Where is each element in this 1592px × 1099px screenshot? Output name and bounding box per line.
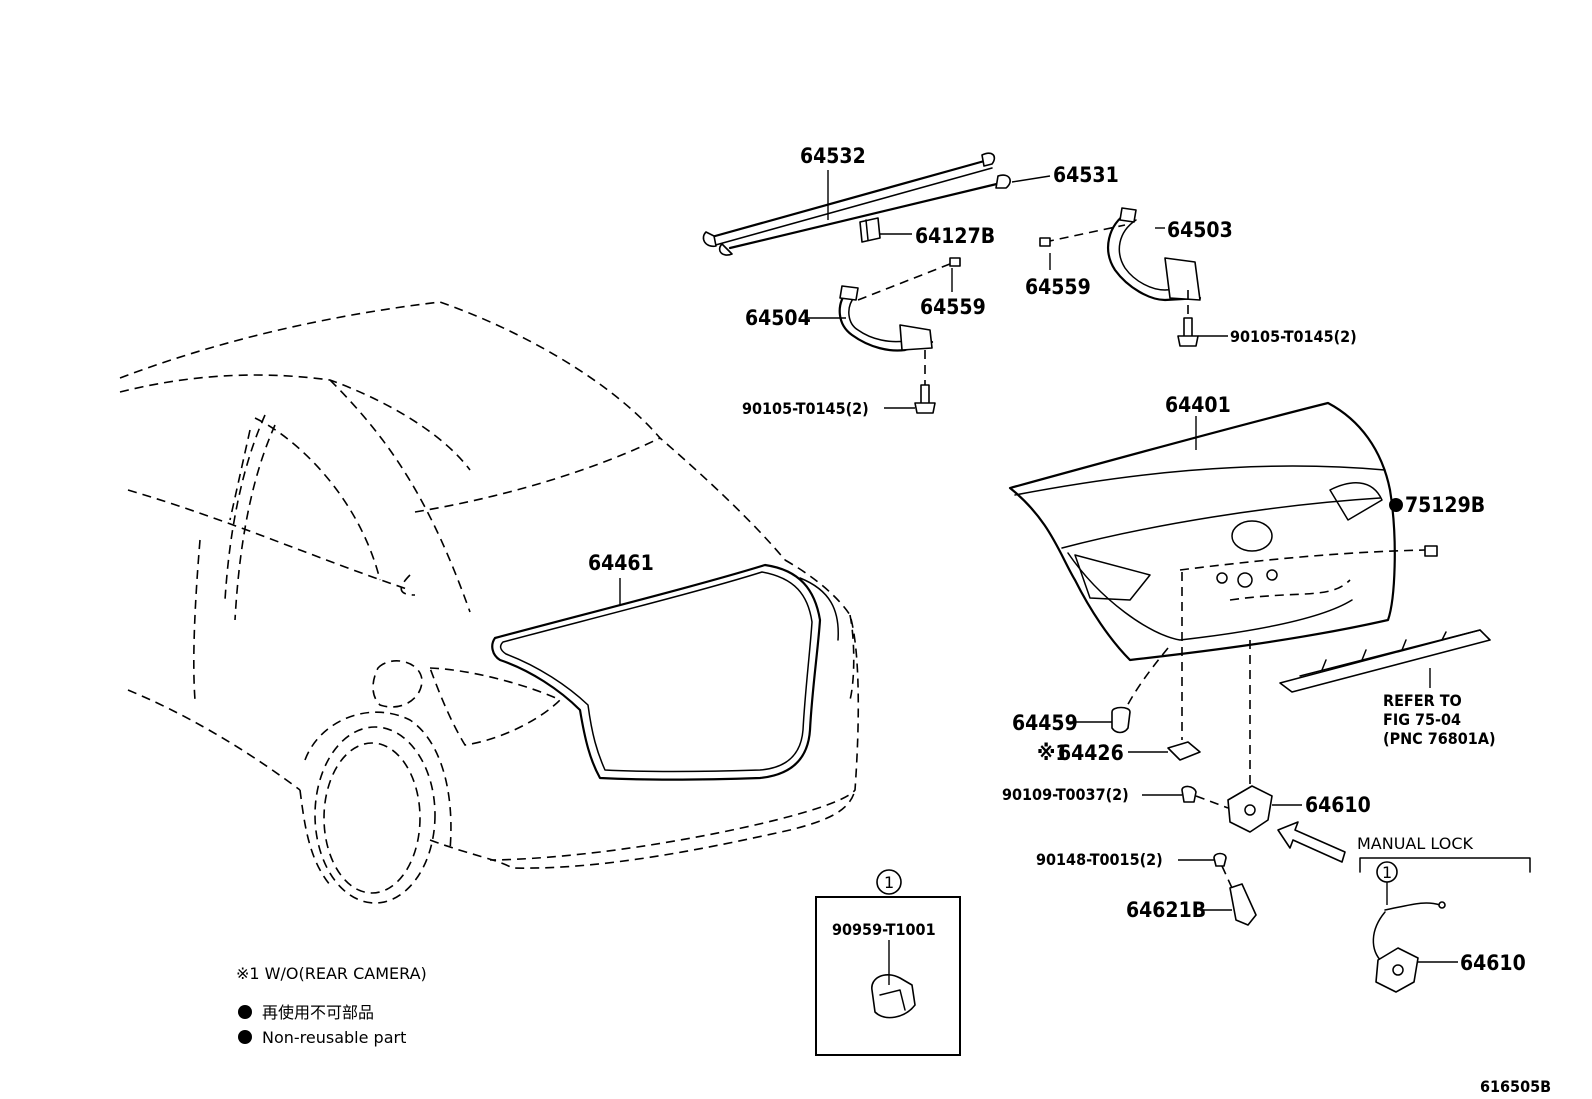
- bolt-90105-left: [914, 350, 936, 414]
- label-90109: 90109-T0037(2): [1002, 785, 1129, 804]
- refer-line-2: FIG 75-04: [1383, 710, 1461, 729]
- plug-75129B: [1424, 545, 1438, 557]
- callout-number-inset: 1: [884, 873, 894, 892]
- note-non-reusable-jp: 再使用不可部品: [262, 1003, 374, 1022]
- grommet-90959: [871, 974, 916, 1019]
- manual-lock-label: MANUAL LOCK: [1357, 834, 1473, 853]
- callout-number-manual: 1: [1382, 863, 1392, 882]
- inset-box: [815, 861, 1398, 1056]
- refer-line-1: REFER TO: [1383, 691, 1462, 710]
- clip-64127B: [859, 217, 881, 243]
- torsion-rod-64559-left: [857, 257, 961, 301]
- label-64503: 64503: [1167, 218, 1233, 242]
- torsion-rod-64559-right: [1039, 224, 1126, 247]
- manual-lock-assembly: [1359, 857, 1531, 993]
- bolt-90148: [1213, 852, 1233, 889]
- bullet-75129B: [1389, 498, 1403, 512]
- bracket-64621B: [1229, 883, 1257, 926]
- label-64459: 64459: [1012, 711, 1078, 735]
- label-64426: 64426: [1058, 741, 1124, 765]
- label-90105-right: 90105-T0145(2): [1230, 327, 1357, 346]
- garnish-76801A: [1279, 629, 1491, 693]
- label-75129B: 75129B: [1405, 493, 1485, 517]
- label-64621B: 64621B: [1126, 898, 1206, 922]
- stopper-64459: [1111, 647, 1169, 734]
- cable-64531: [718, 174, 1011, 256]
- trunk-lid: [1008, 401, 1426, 740]
- hinge-64503: [1107, 207, 1202, 302]
- note-non-reusable-en: Non-reusable part: [262, 1028, 406, 1047]
- label-64559-left: 64559: [920, 295, 986, 319]
- bullet-note-en: [238, 1030, 252, 1044]
- note-wo-rear-camera: ※1 W/O(REAR CAMERA): [236, 964, 427, 983]
- label-64559-right: 64559: [1025, 275, 1091, 299]
- cable-64532: [702, 152, 996, 248]
- label-64532: 64532: [800, 144, 866, 168]
- label-64610-main: 64610: [1305, 793, 1371, 817]
- label-90148: 90148-T0015(2): [1036, 850, 1163, 869]
- label-64401: 64401: [1165, 393, 1231, 417]
- car-body-outline: [119, 301, 860, 904]
- label-64127B: 64127B: [915, 224, 995, 248]
- label-64426-prefix: ※1: [1037, 741, 1069, 765]
- leader-lines: [619, 170, 1458, 985]
- refer-line-3: (PNC 76801A): [1383, 729, 1496, 748]
- label-64531: 64531: [1053, 163, 1119, 187]
- lock-64610: [1181, 640, 1273, 833]
- label-64504: 64504: [745, 306, 811, 330]
- bullet-note-jp: [238, 1005, 252, 1019]
- label-64461: 64461: [588, 551, 654, 575]
- plate-64426: [1167, 741, 1201, 761]
- label-90105-left: 90105-T0145(2): [742, 399, 869, 418]
- trunk-weatherstrip: [491, 563, 839, 781]
- figure-id: 616505B: [1480, 1077, 1551, 1096]
- hinge-64504: [838, 285, 934, 352]
- bolt-90105-right: [1177, 290, 1199, 347]
- direction-arrow: [1277, 821, 1346, 863]
- label-90959: 90959-T1001: [832, 920, 936, 939]
- label-64610-manual: 64610: [1460, 951, 1526, 975]
